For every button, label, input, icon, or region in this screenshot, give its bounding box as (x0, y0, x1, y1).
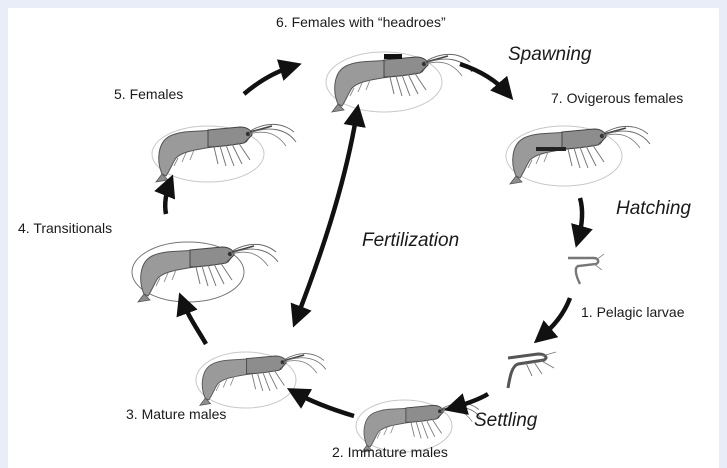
arrow-fertilization (296, 118, 356, 320)
stage-label-immature-males: 2. Immature males (332, 444, 448, 460)
arrow-4-to-5 (165, 182, 170, 214)
process-label-spawning: Spawning (508, 44, 591, 66)
stage-label-pelagic-larvae: 1. Pelagic larvae (581, 304, 685, 320)
shrimp-figure-transitionals (132, 242, 278, 302)
stage-label-mature-males: 3. Mature males (126, 406, 226, 422)
shrimp-figure-ovigerous (506, 126, 650, 186)
diagram-canvas: 6. Females with “headroes” 7. Ovigerous … (8, 8, 719, 468)
headroe-marker (384, 54, 402, 59)
process-label-settling: Settling (474, 410, 537, 432)
shrimp-figure-headroes (326, 52, 472, 112)
arrow-5-to-6 (244, 66, 294, 94)
arrow-3-to-4 (182, 300, 206, 344)
egg-mass (536, 147, 566, 151)
shrimp-figure-females (152, 124, 296, 182)
arrow-7-to-1 (578, 198, 582, 240)
shrimp-figure-larva (568, 254, 604, 284)
stage-label-females: 5. Females (114, 86, 183, 102)
process-label-hatching: Hatching (616, 198, 691, 220)
shrimp-figure-postlarva (508, 352, 556, 388)
stage-label-transitionals: 4. Transitionals (18, 220, 112, 236)
stage-label-females-headroes: 6. Females with “headroes” (276, 14, 446, 30)
stage-label-ovigerous-females: 7. Ovigerous females (551, 90, 683, 106)
arrow-6-to-7 (460, 64, 508, 94)
arrow-2-to-3 (294, 392, 354, 416)
process-label-fertilization: Fertilization (362, 230, 459, 252)
arrow-1-to-settling (540, 298, 570, 338)
arrow-settling-to-2 (452, 394, 488, 408)
